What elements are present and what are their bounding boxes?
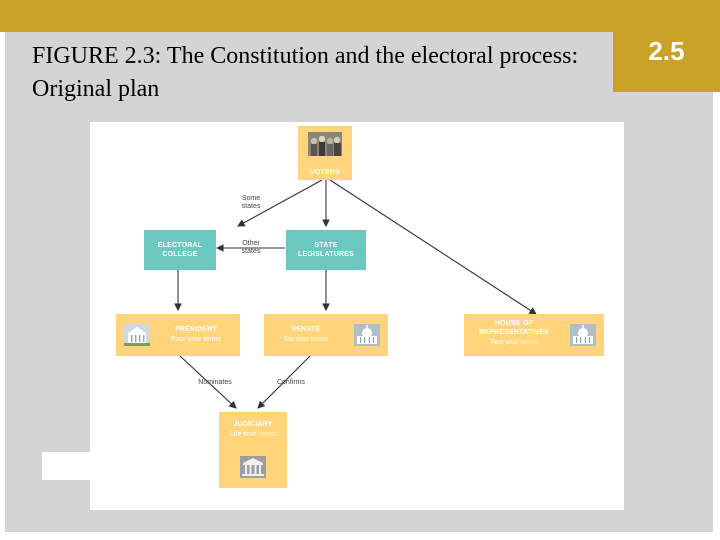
edge-label-nominates: Nominates: [198, 379, 232, 386]
edge-label-confirms: Confirms: [276, 379, 305, 386]
node-electoral-college-label: ELECTORAL COLLEGE: [144, 241, 216, 259]
slide-number-box: 2.5: [613, 10, 720, 92]
edge-label-some-states-line2: states: [241, 203, 261, 210]
capitol-icon: [570, 324, 596, 346]
node-state-legislatures-label: STATE LEGISLATURES: [286, 241, 366, 259]
slide-title: FIGURE 2.3: The Constitution and the ele…: [32, 43, 579, 102]
edge-senate-to-judiciary: [257, 355, 311, 409]
edge-label-some-states: Some states: [234, 195, 268, 211]
node-electoral-college-label-line1: ELECTORAL: [157, 242, 203, 249]
capitol-icon: [354, 324, 380, 346]
node-house-label: HOUSE OF REPRESENTATIVES: [468, 319, 560, 337]
node-senate-term: Six-year terms: [283, 336, 329, 343]
slide-top-bar: [0, 0, 720, 32]
edge-president-to-judiciary: [179, 355, 237, 409]
edge-voters-to-house: [329, 179, 537, 315]
node-house-label-line1: HOUSE OF: [494, 320, 534, 327]
node-judiciary-label: JUDICIARY: [233, 421, 273, 428]
node-electoral-college: ELECTORAL COLLEGE: [144, 230, 216, 270]
node-voters-label: VOTERS: [310, 169, 340, 176]
edge-label-other-states-line2: states: [241, 248, 261, 255]
white-house-icon: [124, 324, 150, 346]
edge-label-other-states-line1: Other: [242, 240, 260, 247]
diagram-connectors: [174, 179, 537, 409]
supreme-court-icon: [240, 456, 266, 478]
node-voters: VOTERS: [298, 126, 352, 180]
node-state-legislatures-label-line1: STATE: [314, 242, 338, 249]
node-state-legislatures: STATE LEGISLATURES: [286, 230, 366, 270]
node-house: HOUSE OF REPRESENTATIVES Two-year terms: [464, 314, 604, 356]
node-president-term: Four-year terms: [171, 336, 221, 343]
figure-patch: [42, 452, 90, 480]
node-senate: SENATE Six-year terms: [264, 314, 388, 356]
node-senate-label: SENATE: [291, 326, 321, 333]
node-judiciary-term: Life-time terms: [229, 431, 277, 438]
slide-number: 2.5: [648, 35, 685, 66]
edge-label-some-states-line1: Some: [241, 195, 261, 202]
node-house-term: Two-year terms: [489, 339, 539, 346]
node-president: PRESIDENT Four-year terms: [116, 314, 240, 356]
node-judiciary: JUDICIARY Life-time terms: [219, 412, 287, 488]
diagram-figure: Some states Other states Nominates Confi…: [90, 122, 624, 510]
node-president-label: PRESIDENT: [175, 326, 217, 333]
edge-label-other-states: Other states: [234, 240, 268, 256]
crowd-photo-icon: [308, 132, 342, 156]
node-electoral-college-label-line2: COLLEGE: [162, 251, 198, 258]
node-state-legislatures-label-line2: LEGISLATURES: [298, 251, 354, 258]
node-house-label-line2: REPRESENTATIVES: [478, 329, 550, 336]
edge-voters-to-electoral-college: [237, 179, 323, 227]
